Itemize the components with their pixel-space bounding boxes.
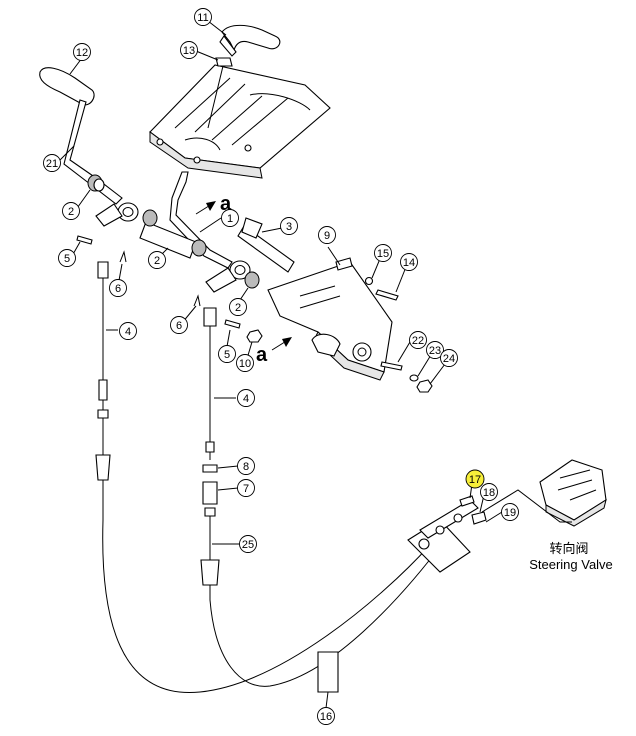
- callout-circle-c19: [501, 503, 519, 521]
- callout-circle-c23: [426, 341, 444, 359]
- callout-circle-c6a: [109, 279, 127, 297]
- callout-label-c21: 21: [46, 158, 58, 170]
- callout-label-c19: 19: [504, 507, 516, 519]
- callout-circle-c5a: [58, 249, 76, 267]
- callout-label-c3: 3: [286, 221, 292, 233]
- view-arrow-bottom: [271, 337, 292, 351]
- callout-label-c2b: 2: [154, 255, 160, 267]
- callout-label-c25: 25: [242, 539, 254, 551]
- bracket-16: [317, 651, 339, 693]
- callout-label-c11: 11: [197, 12, 208, 24]
- callout-circle-c3: [280, 217, 298, 235]
- callout-label-c15: 15: [377, 248, 389, 260]
- main-lever-1: [169, 171, 251, 293]
- left-cable-rod: [95, 261, 111, 520]
- callout-label-c10: 10: [239, 358, 251, 370]
- callout-label-c8: 8: [243, 461, 249, 473]
- callout-circle-c21: [43, 154, 61, 172]
- callout-label-c6b: 6: [176, 320, 182, 332]
- callout-label-c22: 22: [412, 335, 424, 347]
- callout-circle-c25: [239, 535, 257, 553]
- callout-label-c9: 9: [324, 230, 330, 242]
- callout-circle-c9: [318, 226, 336, 244]
- callout-highlight: [465, 469, 485, 489]
- shaft-3: [237, 217, 295, 273]
- shift-knob-upper: [219, 24, 281, 57]
- callout-label-c4b: 4: [243, 393, 249, 405]
- left-lever: [39, 67, 139, 227]
- steering-valve: [539, 459, 607, 527]
- bushing-2-left: [87, 174, 105, 192]
- valve-connector: [481, 489, 572, 523]
- callout-label-c1: 1: [227, 213, 233, 225]
- caption-english: Steering Valve: [529, 557, 613, 572]
- callouts: [465, 469, 485, 489]
- callout-circle-c18: [480, 483, 498, 501]
- pin-6-right: [193, 294, 201, 307]
- callout-label-c16: 16: [320, 711, 332, 723]
- callout-label-c24: 24: [443, 353, 455, 365]
- view-marker-a-bottom: a: [256, 344, 268, 366]
- callout-circle-c1: [221, 209, 239, 227]
- shift-control-box: [149, 64, 331, 179]
- callout-circle-c15: [374, 244, 392, 262]
- bolt-5-left: [76, 235, 93, 245]
- bolt-5-right: [224, 319, 241, 329]
- callout-circle-c12: [73, 43, 91, 61]
- callout-label-c4a: 4: [125, 326, 131, 338]
- callout-label-c2a: 2: [68, 206, 74, 218]
- callout-label-c5a: 5: [64, 253, 70, 265]
- shaft-2-center: [139, 209, 207, 259]
- callout-label-c12: 12: [76, 47, 88, 59]
- callout-label-c2c: 2: [235, 302, 241, 314]
- callout-label-c7: 7: [243, 483, 249, 495]
- callout-circle-c7: [237, 479, 255, 497]
- valve-linkage: [407, 495, 487, 573]
- callout-circle-c2b: [148, 251, 166, 269]
- callout-circle-c5b: [218, 345, 236, 363]
- callout-circle-c8: [237, 457, 255, 475]
- view-marker-a-top: a: [220, 193, 232, 215]
- bushing-2-right: [244, 271, 260, 289]
- callout-label-c18: 18: [483, 487, 495, 499]
- callout-circle-c2c: [229, 298, 247, 316]
- cable-right: [209, 539, 446, 687]
- small-parts-right: [246, 276, 433, 393]
- pin-6-left: [119, 250, 127, 263]
- callout-circle-c6b: [170, 316, 188, 334]
- callout-label-c23: 23: [429, 345, 441, 357]
- right-cable-rod: [200, 307, 220, 600]
- bracket-assembly: [267, 257, 393, 381]
- callout-label-c6a: 6: [115, 283, 121, 295]
- nut-13: [215, 57, 233, 67]
- callout-circle-c10: [236, 354, 254, 372]
- callout-circle-c4b: [237, 389, 255, 407]
- callout-circle-c24: [440, 349, 458, 367]
- callout-label-c13: 13: [183, 45, 195, 57]
- callout-circle-c2a: [62, 202, 80, 220]
- callout-circle-c11: [194, 8, 212, 26]
- callout-circle-c13: [180, 41, 198, 59]
- caption-chinese: 转向阀: [549, 541, 588, 556]
- callout-circle-c22: [409, 331, 427, 349]
- callout-label-c17: 17: [469, 474, 481, 486]
- cable-left: [102, 519, 431, 694]
- callout-circle-c14: [400, 253, 418, 271]
- callout-label-c14: 14: [403, 257, 415, 269]
- callout-label-c5b: 5: [224, 349, 230, 361]
- callout-circle-c16: [317, 707, 335, 725]
- callout-circle-c4a: [119, 322, 137, 340]
- view-arrow-top: [195, 201, 216, 215]
